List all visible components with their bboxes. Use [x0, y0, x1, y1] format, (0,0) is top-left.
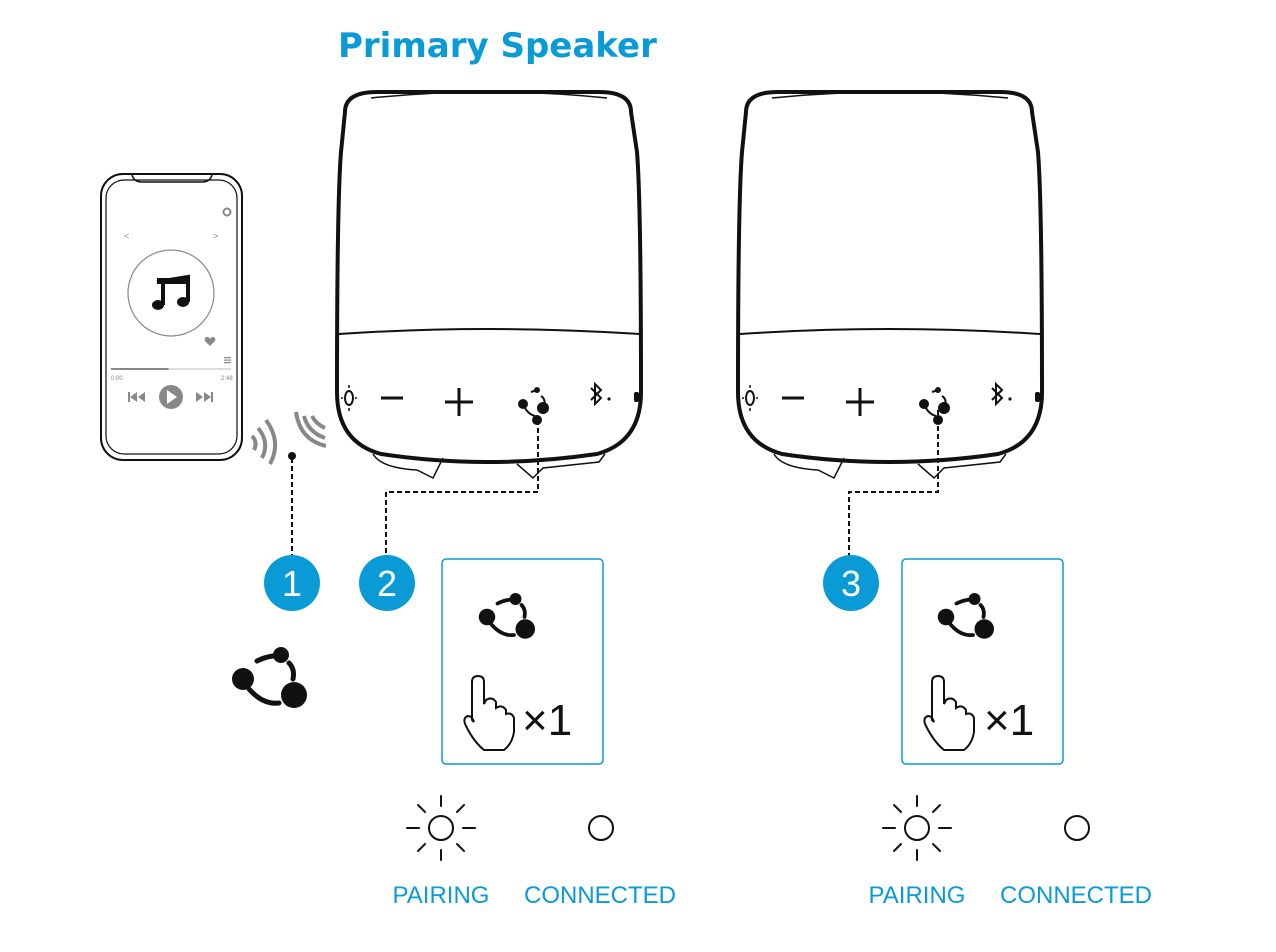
connected-light-icon — [1064, 815, 1090, 841]
album-art — [127, 249, 215, 337]
smartphone: < > 0:00 2:48 — [100, 173, 243, 461]
press-count: ×1 — [522, 696, 572, 745]
step-1-badge: 1 — [264, 555, 320, 611]
next-arrow: > — [213, 231, 218, 241]
pairing-label: PAIRING — [869, 882, 966, 909]
menu-icon — [224, 357, 231, 364]
progress-track[interactable] — [111, 368, 231, 370]
svg-text:1: 1 — [282, 563, 302, 604]
time-end: 2:48 — [221, 376, 233, 382]
pairing-label: PAIRING — [393, 882, 490, 909]
svg-text:2: 2 — [377, 563, 397, 604]
step-2-badge: 2 — [359, 555, 415, 611]
press-count: ×1 — [984, 696, 1034, 745]
instruction-box-primary: ×1 — [441, 558, 604, 765]
time-start: 0:00 — [111, 376, 123, 382]
connected-light-icon — [588, 815, 614, 841]
step-3-badge: 3 — [823, 555, 879, 611]
music-note-icon — [152, 274, 190, 310]
previous-track-icon[interactable] — [128, 392, 145, 402]
instruction-box-secondary: ×1 — [901, 558, 1064, 765]
connected-label: CONNECTED — [1000, 882, 1152, 909]
progress-fill — [111, 368, 169, 370]
connected-label: CONNECTED — [524, 882, 676, 909]
svg-text:3: 3 — [841, 563, 861, 604]
pairing-light-icon — [406, 795, 476, 861]
settings-icon — [222, 207, 232, 217]
primary-speaker-title: Primary Speaker — [338, 26, 657, 66]
next-track-icon[interactable] — [196, 392, 213, 402]
prev-arrow: < — [124, 231, 129, 241]
link-icon — [232, 647, 307, 708]
secondary-speaker — [736, 90, 1044, 480]
pairing-light-icon — [882, 795, 952, 861]
signal-waves-icon — [250, 411, 327, 465]
primary-speaker — [335, 90, 643, 480]
heart-icon — [204, 337, 216, 346]
